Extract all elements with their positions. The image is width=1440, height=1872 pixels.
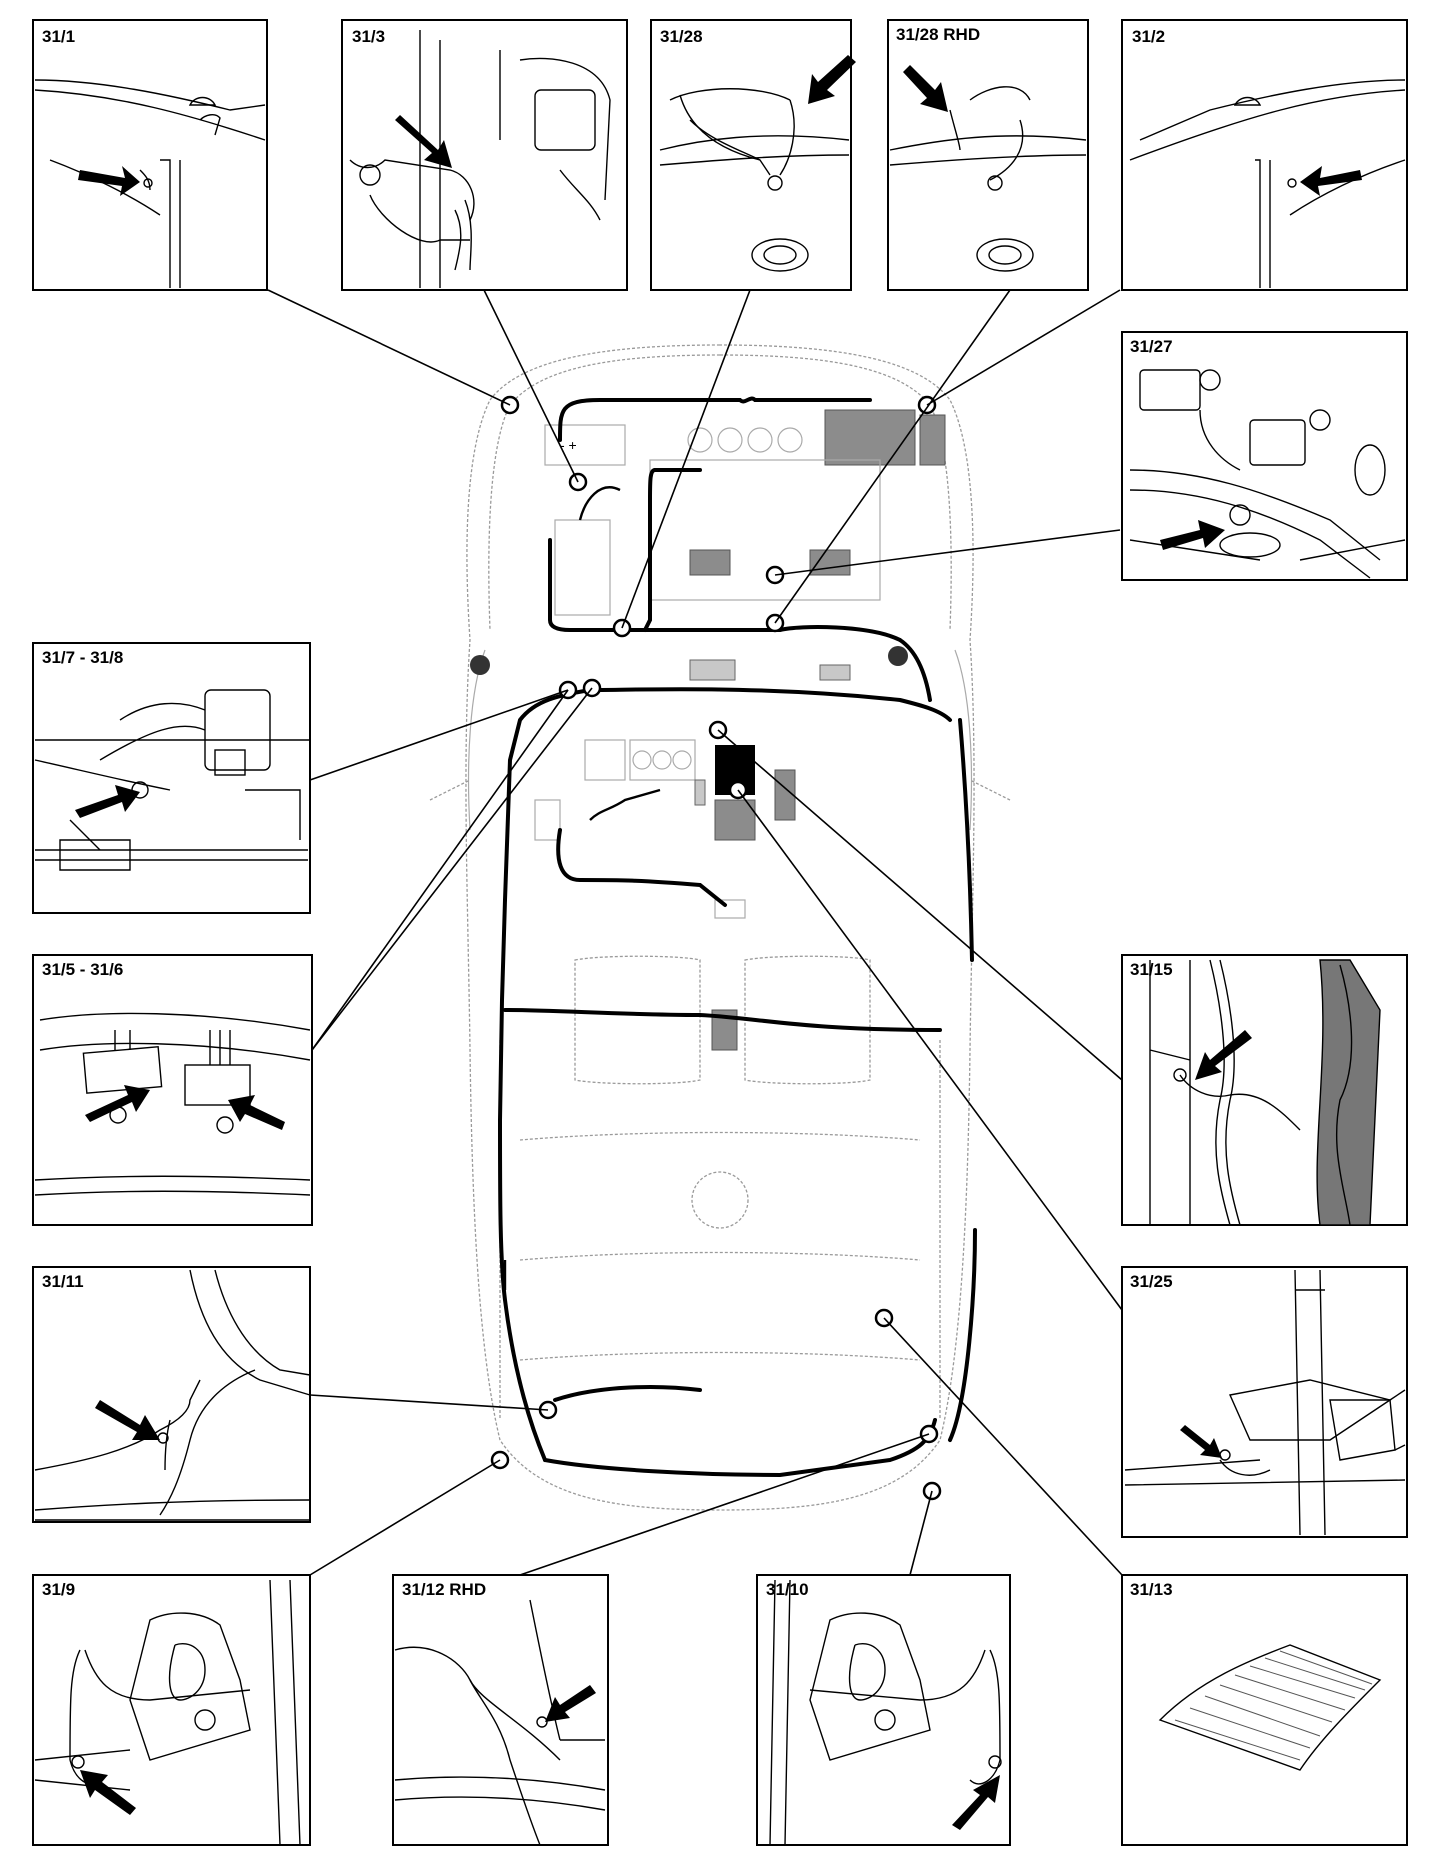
interior-components	[534, 659, 851, 1051]
panel-label-31-10: 31/10	[766, 1580, 809, 1599]
panel-label-31-15: 31/15	[1130, 960, 1173, 979]
panel-label-31-28-rhd: 31/28 RHD	[896, 25, 980, 44]
panel-label-31-1: 31/1	[42, 27, 75, 46]
panel-31-5-6: 31/5 - 31/6	[32, 954, 313, 1226]
panel-31-11: 31/11	[32, 1266, 311, 1523]
panel-label-31-9: 31/9	[42, 1580, 75, 1599]
arrow-icon	[395, 115, 452, 168]
panel-31-7-8: 31/7 - 31/8	[32, 642, 311, 914]
arrow-icon	[1160, 520, 1225, 550]
panel-31-10: 31/10	[756, 1574, 1011, 1846]
panel-31-1: 31/1	[32, 19, 268, 291]
panel-31-12-rhd: 31/12 RHD	[392, 1574, 609, 1846]
car-outline	[429, 344, 1011, 1511]
arrow-icon	[95, 1400, 160, 1440]
panel-31-2: 31/2	[1121, 19, 1408, 291]
panel-label-31-11: 31/11	[42, 1272, 84, 1291]
arrow-icon	[545, 1685, 596, 1722]
grommet-right	[888, 646, 908, 666]
panel-31-9: 31/9	[32, 1574, 311, 1846]
panel-31-28-rhd: 31/28 RHD	[887, 19, 1089, 291]
panel-label-31-7-8: 31/7 - 31/8	[42, 648, 123, 667]
panel-label-31-2: 31/2	[1132, 27, 1165, 46]
arrow-icon	[78, 166, 140, 196]
panel-label-31-13: 31/13	[1130, 1580, 1173, 1599]
panel-31-27: 31/27	[1121, 331, 1408, 581]
engine-bay-components: - +	[544, 409, 946, 616]
svg-text:- +: - +	[560, 437, 577, 453]
panel-31-15: 31/15	[1121, 954, 1408, 1226]
panel-31-3: 31/3	[341, 19, 628, 291]
panel-31-25: 31/25	[1121, 1266, 1408, 1538]
arrow-icon	[808, 55, 856, 104]
panel-31-28: 31/28	[650, 19, 856, 291]
wiring-harness	[498, 396, 977, 1478]
arrow-icon	[75, 785, 140, 818]
arrow-icon	[1300, 166, 1362, 196]
leader-lines	[267, 289, 1123, 1576]
grommet-left	[470, 655, 490, 675]
arrow-icon	[1180, 1425, 1222, 1458]
arrow-icon	[1195, 1030, 1252, 1080]
panel-label-31-5-6: 31/5 - 31/6	[42, 960, 123, 979]
panel-31-13: 31/13	[1121, 1574, 1408, 1846]
arrow-icon	[80, 1770, 136, 1815]
panel-label-31-28: 31/28	[660, 27, 703, 46]
arrow-icon	[952, 1775, 1000, 1830]
panel-label-31-25: 31/25	[1130, 1272, 1173, 1291]
arrow-icon	[228, 1095, 285, 1130]
arrow-icon	[903, 65, 948, 112]
panel-label-31-3: 31/3	[352, 27, 385, 46]
arrow-icon	[85, 1085, 150, 1122]
panel-label-31-27: 31/27	[1130, 337, 1173, 356]
panel-label-31-12-rhd: 31/12 RHD	[402, 1580, 486, 1599]
